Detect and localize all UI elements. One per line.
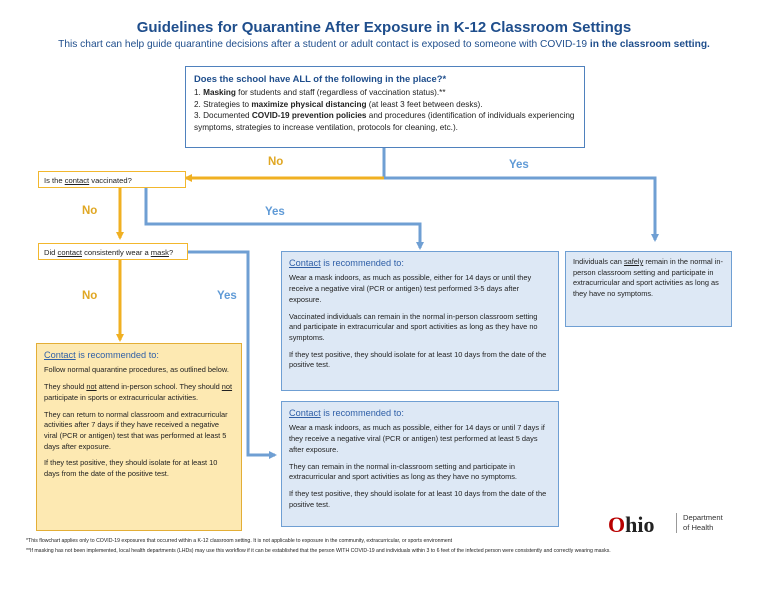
requirement-item-1: 1. Masking for students and staff (regar… (194, 88, 446, 98)
department-label: Department of Health (676, 513, 723, 533)
requirement-item-2: 2. Strategies to maximize physical dista… (194, 99, 483, 109)
school-question: Does the school have ALL of the followin… (194, 73, 447, 84)
subtitle-text: This chart can help guide quarantine dec… (58, 39, 588, 50)
page-title: Guidelines for Quarantine After Exposure… (136, 19, 632, 36)
recommendation-heading: Contact is recommended to: (289, 408, 404, 418)
page-subtitle: This chart can help guide quarantine dec… (0, 39, 768, 50)
subtitle-emphasis: in the classroom setting. (589, 39, 710, 50)
label-school-no: No (268, 156, 284, 168)
recommendation-vaccinated: Contact is recommended to: Wear a mask i… (281, 251, 559, 391)
school-requirements-box: Does the school have ALL of the followin… (185, 66, 585, 148)
recommendation-no-mask: Contact is recommended to: Follow normal… (36, 343, 242, 531)
arrow-school-yes (384, 176, 659, 242)
question-mask: Did contact consistently wear a mask? (38, 243, 188, 260)
question-vaccinated: Is the contact vaccinated? (38, 171, 186, 188)
label-vaccinated-yes: Yes (265, 206, 285, 218)
label-vaccinated-no: No (82, 205, 98, 217)
label-mask-yes: Yes (217, 290, 237, 302)
footnote-1: *This flowchart applies only to COVID-19… (26, 538, 453, 544)
recommendation-school-yes: Individuals can safely remain in the nor… (565, 251, 732, 327)
recommendation-masked: Contact is recommended to: Wear a mask i… (281, 401, 559, 527)
requirement-item-3: 3. Documented COVID-19 prevention polici… (194, 111, 575, 132)
arrow-mask-yes (188, 250, 277, 459)
recommendation-heading: Contact is recommended to: (289, 258, 404, 268)
footnote-2: **If masking has not been implemented, l… (26, 548, 611, 554)
label-school-yes: Yes (509, 159, 529, 171)
label-mask-no: No (82, 290, 98, 302)
recommendation-heading: Contact is recommended to: (44, 350, 159, 360)
ohio-logo: Ohio (608, 512, 655, 537)
arrow-vaccinated-yes (144, 188, 424, 250)
